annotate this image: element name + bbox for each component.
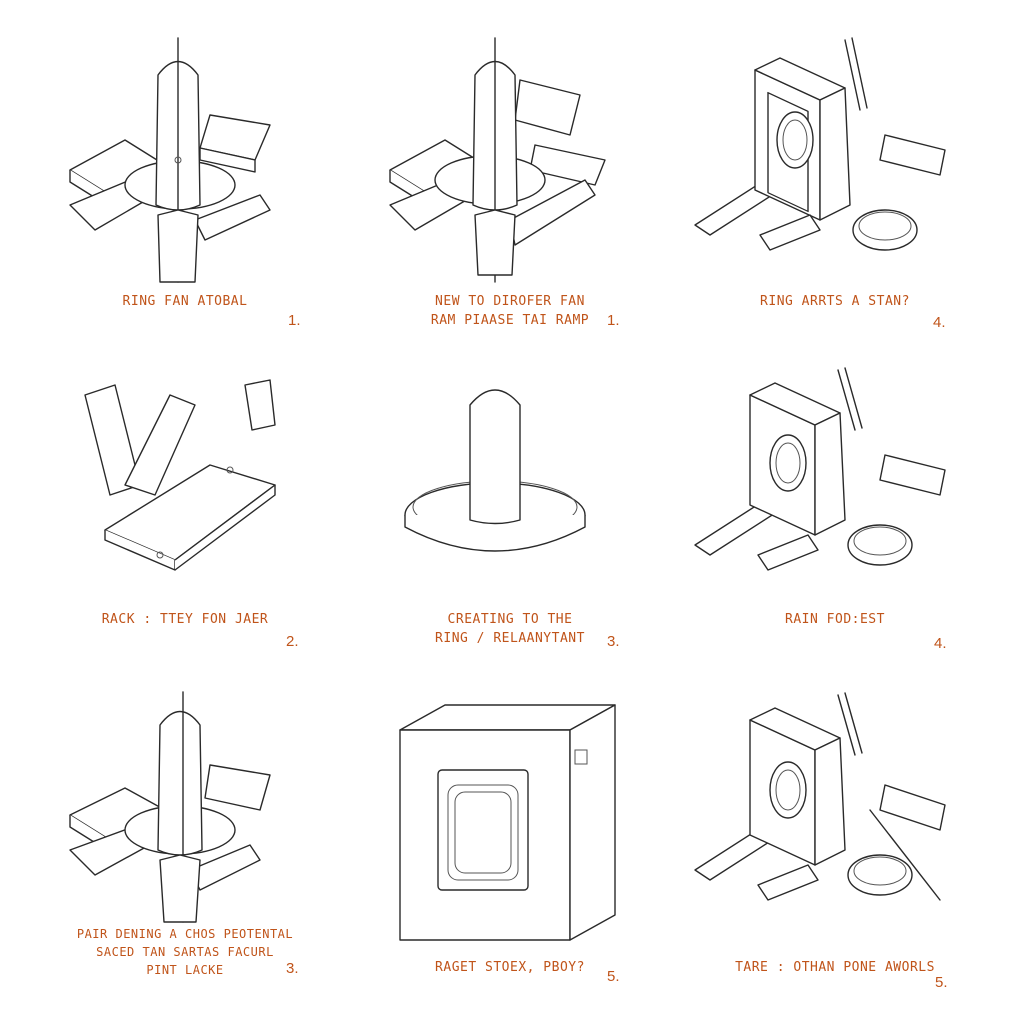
step-caption: CREATING TO THE RING / RELAANYTANT — [435, 612, 585, 646]
step-caption: TARE : OTHAN PONE AWORLS — [735, 960, 935, 975]
step-caption: NEW TO DIROFER FAN RAM PIAASE TAI RAMP — [430, 294, 590, 328]
step-number: 3. — [607, 633, 620, 650]
step-panel: NEW TO DIROFER FAN RAM PIAASE TAI RAMP 1… — [345, 20, 675, 350]
step-number: 3. — [286, 960, 299, 977]
ring-base-sketch — [404, 389, 586, 552]
step-number: 1. — [288, 312, 301, 329]
step-panel: RAIN FOD:EST 4. — [670, 345, 1000, 675]
speaker-stand-sketch — [694, 692, 946, 901]
step-number: 4. — [934, 635, 947, 652]
step-panel: RING FAN ATOBAL 1. — [20, 20, 350, 350]
step-number: 1. — [607, 312, 620, 329]
step-caption: RACK : TTEY FON JAER — [101, 612, 269, 627]
step-panel: RACK : TTEY FON JAER 2. — [20, 345, 350, 675]
fan-rotor-sketch — [69, 37, 271, 283]
step-caption: RAGET STOEX, PBOY? — [435, 960, 585, 975]
step-panel: PAIR DENING A CHOS PEOTENTAL SACED TAN S… — [20, 670, 350, 1000]
step-number: 5. — [607, 968, 620, 985]
step-panel: TARE : OTHAN PONE AWORLS 5. — [670, 670, 1000, 1000]
step-number: 2. — [286, 633, 299, 650]
speaker-stand-sketch — [694, 37, 946, 251]
step-caption: RING FAN ATOBAL — [122, 294, 248, 309]
rack-parts-sketch — [84, 379, 276, 571]
fan-rotor-sketch — [389, 37, 606, 283]
step-caption: PAIR DENING A CHOS PEOTENTAL SACED TAN S… — [76, 927, 294, 977]
speaker-stand-sketch — [694, 367, 946, 571]
fan-rotor-sketch — [69, 691, 271, 923]
step-panel: RING ARRTS A STAN? 4. — [670, 20, 1000, 350]
step-panel: CREATING TO THE RING / RELAANYTANT 3. — [345, 345, 675, 675]
cabinet-box-sketch — [399, 704, 616, 941]
step-number: 5. — [935, 974, 948, 991]
step-panel: RAGET STOEX, PBOY? 5. — [345, 670, 675, 1000]
step-caption: RING ARRTS A STAN? — [760, 294, 910, 309]
step-caption: RAIN FOD:EST — [785, 612, 885, 627]
step-number: 4. — [933, 314, 946, 331]
